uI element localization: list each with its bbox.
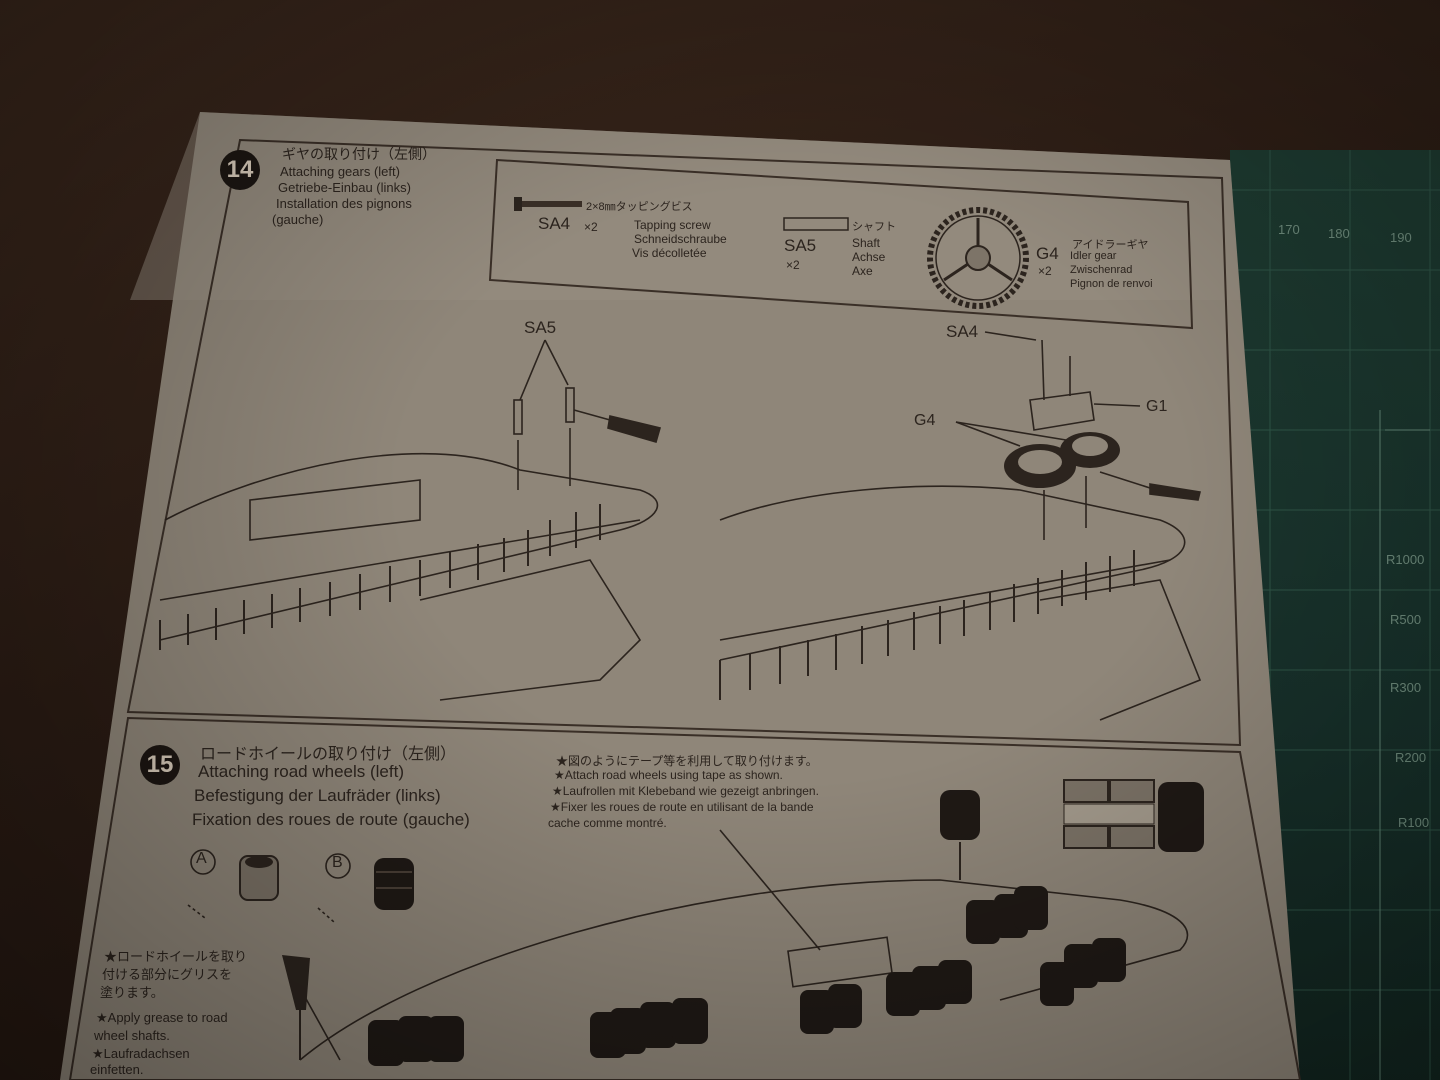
mat-number: R300 <box>1390 680 1422 695</box>
step-title-fr: Installation des pignons <box>276 196 412 211</box>
cutting-mat-grid <box>1230 150 1440 1080</box>
callout-sa5: SA5 <box>524 318 557 337</box>
road-wheel-b-icon <box>374 858 414 910</box>
shaft-icon <box>783 217 849 231</box>
grease-note-line: ★ロードホイールを取り <box>104 949 248 964</box>
grease-note-line: 付ける部分にグリスを <box>102 967 233 982</box>
step-title-fr-cont: (gauche) <box>272 212 324 227</box>
part-sa4-en: Tapping screw <box>634 218 711 232</box>
mat-number: R100 <box>1398 815 1430 830</box>
grease-note-line: wheel shafts. <box>94 1028 170 1043</box>
part-sa5-fr: Axe <box>852 264 873 278</box>
mat-number: 170 <box>1278 222 1300 237</box>
part-sa5-en: Shaft <box>852 236 881 250</box>
step-number-badge: 14 <box>220 150 260 190</box>
road-wheel-a-icon <box>239 855 279 901</box>
part-g4-de: Zwischenrad <box>1070 264 1133 276</box>
part-sa5-de: Achse <box>852 250 886 264</box>
step-title-de: Befestigung der Laufräder (links) <box>194 786 441 805</box>
wheel-type-b-label: B <box>332 854 343 871</box>
step-title-ja: ロードホイールの取り付け（左側） <box>200 746 457 763</box>
note-line: ★図のようにテープ等を利用して取り付けます。 <box>556 754 818 768</box>
callout-sa4: SA4 <box>946 322 979 341</box>
mat-number: R500 <box>1390 612 1422 627</box>
screw-icon <box>514 197 582 211</box>
part-sa4-spec: 2×8㎜タッピングビス <box>586 201 693 213</box>
part-sa5-qty: ×2 <box>786 258 800 272</box>
step-title-ja: ギヤの取り付け（左側） <box>282 146 436 162</box>
note-line: ★Fixer les roues de route en utilisant d… <box>550 800 814 814</box>
part-sa4-qty: ×2 <box>584 220 598 234</box>
part-g4-ja: アイドラーギヤ <box>1072 239 1149 251</box>
gear-icon <box>927 207 1029 309</box>
part-sa4-code: SA4 <box>538 214 571 233</box>
callout-g1: G1 <box>1146 398 1168 415</box>
step-title-en: Attaching road wheels (left) <box>198 762 404 781</box>
part-g4-qty: ×2 <box>1038 264 1052 278</box>
part-sa4-de: Schneidschraube <box>634 232 727 246</box>
part-g4-code: G4 <box>1036 244 1059 263</box>
part-g4-fr: Pignon de renvoi <box>1070 278 1153 290</box>
part-sa5-code: SA5 <box>784 236 817 255</box>
grease-note-line: einfetten. <box>90 1062 144 1077</box>
grease-note-line: ★Laufradachsen <box>92 1046 190 1061</box>
note-line: ★Attach road wheels using tape as shown. <box>554 768 783 782</box>
mat-number: 190 <box>1390 230 1412 245</box>
note-line: ★Laufrollen mit Klebeband wie gezeigt an… <box>552 784 819 798</box>
grease-note-line: 塗ります。 <box>100 985 164 1000</box>
tape-diagram <box>1063 779 1204 852</box>
part-sa4-fr: Vis décolletée <box>632 246 707 260</box>
callout-g4: G4 <box>914 412 936 429</box>
mat-number: R200 <box>1395 750 1427 765</box>
grease-tube-icon <box>282 955 310 1060</box>
mat-number: 180 <box>1328 226 1350 241</box>
step-number-badge: 15 <box>140 745 180 785</box>
part-g4-en: Idler gear <box>1070 250 1117 262</box>
grease-note-line: ★Apply grease to road <box>96 1010 228 1025</box>
wheel-type-a-label: A <box>196 850 207 867</box>
step-title-fr: Fixation des roues de route (gauche) <box>192 810 470 829</box>
part-sa5-ja: シャフト <box>852 221 896 233</box>
note-line: cache comme montré. <box>548 816 667 830</box>
road-wheel-icon <box>940 790 980 840</box>
step-title-de: Getriebe-Einbau (links) <box>278 180 411 195</box>
mat-number: R1000 <box>1386 552 1425 567</box>
step-title-en: Attaching gears (left) <box>280 164 400 179</box>
